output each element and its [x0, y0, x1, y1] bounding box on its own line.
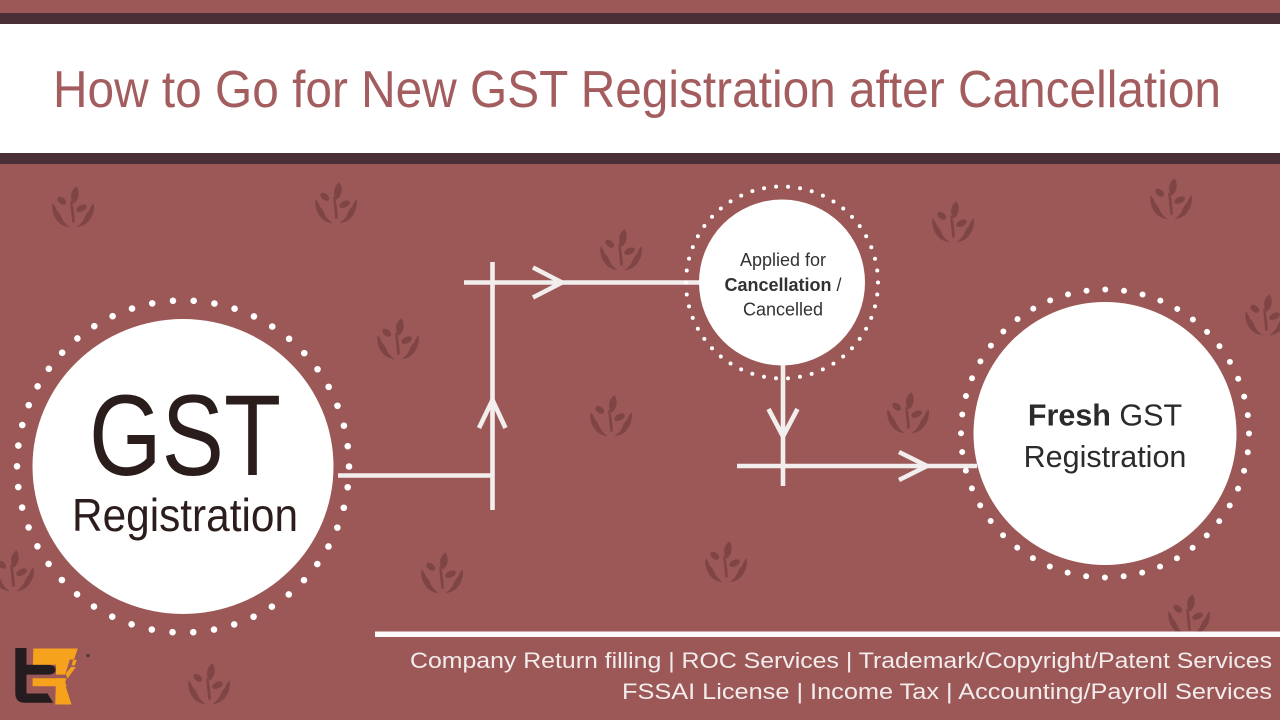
svg-text:Applied for: Applied for	[740, 250, 826, 270]
svg-text:Registration: Registration	[1024, 440, 1187, 474]
svg-text:Cancelled: Cancelled	[743, 299, 823, 319]
svg-text:Fresh GST: Fresh GST	[1028, 399, 1182, 433]
svg-text:Registration: Registration	[72, 489, 298, 541]
svg-text:Cancellation /: Cancellation /	[724, 275, 841, 295]
svg-text:Company Return filling | ROC S: Company Return filling | ROC Services | …	[410, 648, 1272, 673]
svg-text:How to Go for New GST Registra: How to Go for New GST Registration after…	[53, 61, 1221, 119]
svg-text:GST: GST	[89, 372, 281, 500]
svg-text:FSSAI License | Income Tax |: FSSAI License | Income Tax | Accounting/…	[622, 679, 1272, 704]
